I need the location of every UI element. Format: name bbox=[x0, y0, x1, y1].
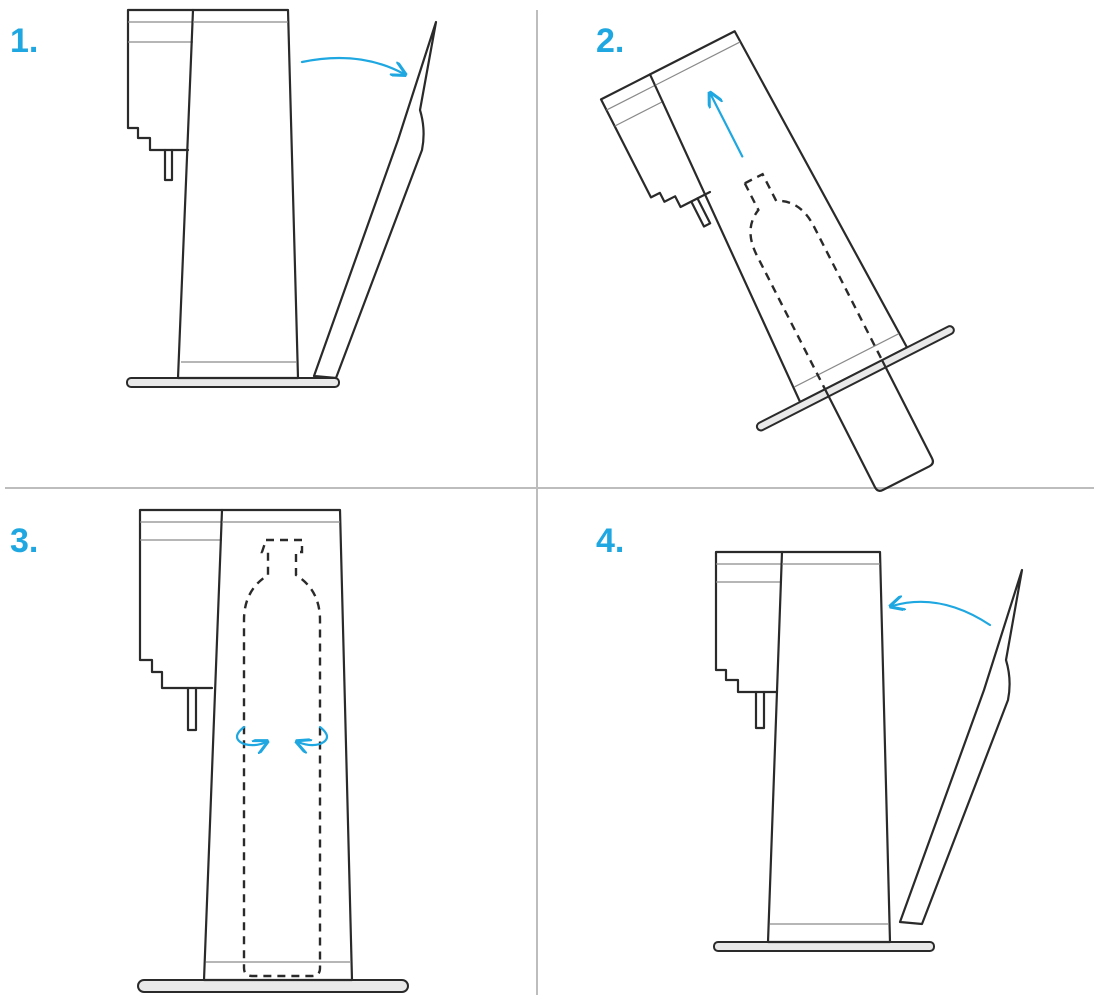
step-3-number: 3. bbox=[10, 522, 38, 560]
panel-1-open-cover bbox=[127, 10, 436, 387]
panel-3-screw-bottle bbox=[138, 510, 408, 992]
open-arrow bbox=[302, 58, 404, 74]
machine-body bbox=[127, 10, 339, 387]
bottle-inside bbox=[244, 540, 320, 976]
step-4-number: 4. bbox=[596, 522, 624, 560]
step-2-number: 2. bbox=[596, 22, 624, 60]
insert-arrow bbox=[711, 94, 743, 156]
rotate-arrow-left bbox=[237, 727, 266, 745]
front-cover bbox=[900, 570, 1022, 924]
panel-4-close-cover bbox=[714, 552, 1022, 951]
panel-2-insert-bottle bbox=[592, 4, 1004, 528]
front-cover bbox=[314, 22, 436, 378]
rotate-arrow-right bbox=[298, 727, 327, 745]
close-arrow bbox=[892, 602, 990, 625]
step-1-number: 1. bbox=[10, 22, 38, 60]
bottle-inside bbox=[725, 164, 882, 389]
